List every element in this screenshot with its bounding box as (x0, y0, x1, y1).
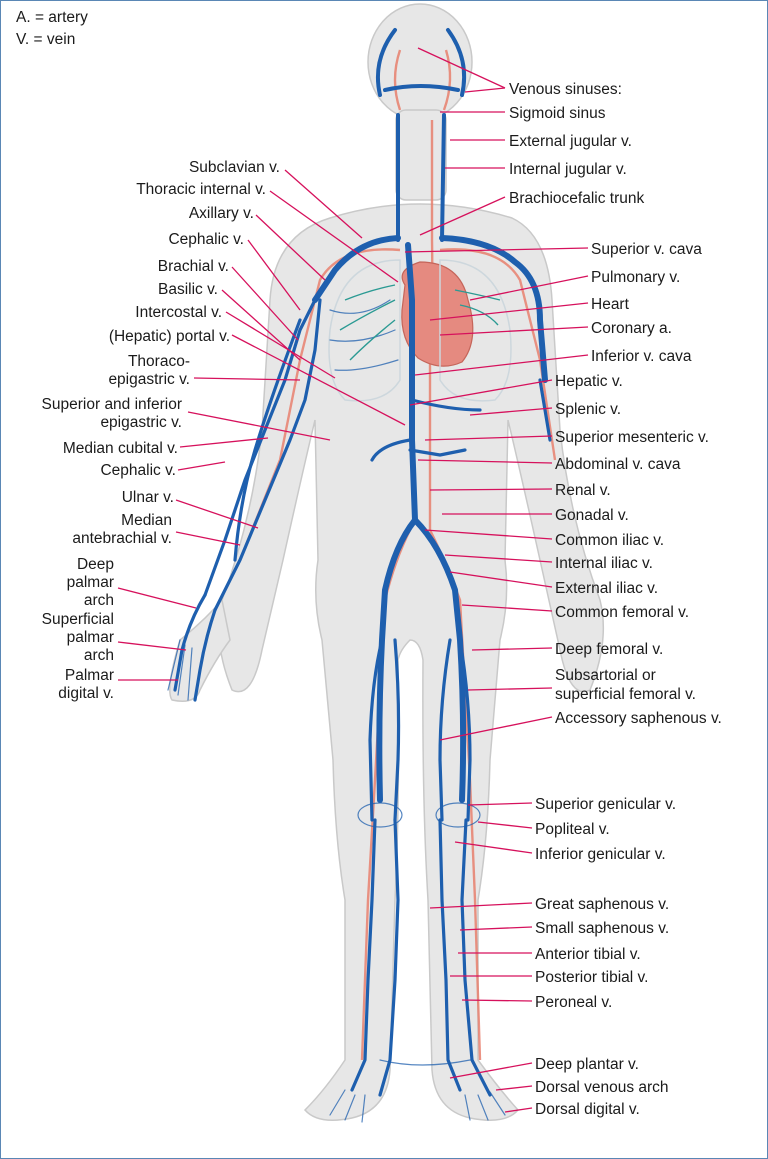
label-brachial-v: Brachial v. (158, 258, 229, 275)
label-renal-v: Renal v. (555, 482, 611, 499)
label-small-saphenous-v: Small saphenous v. (535, 920, 669, 937)
label-venous-sinuses: Venous sinuses: (509, 81, 622, 98)
label-median-cubital-v: Median cubital v. (63, 440, 178, 457)
label-superficial-palmar: palmar (67, 629, 114, 646)
label-palmar-digital-v: digital v. (58, 685, 114, 702)
label-deep-plantar-v: Deep plantar v. (535, 1056, 639, 1073)
label-thoraco-epigastric-v: epigastric v. (108, 371, 190, 388)
label-brachiocefalic-trunk: Brachiocefalic trunk (509, 190, 645, 207)
label-thoracic-internal-v: Thoracic internal v. (136, 181, 266, 198)
label-inferior-v-cava: Inferior v. cava (591, 348, 692, 365)
label-intercostal-v: Intercostal v. (135, 304, 222, 321)
label-cephalic-v-upper: Cephalic v. (168, 231, 244, 248)
label-subsartorial: Subsartorial or (555, 667, 656, 684)
label-anterior-tibial-v: Anterior tibial v. (535, 946, 641, 963)
label-antebrachial-v: antebrachial v. (72, 530, 172, 547)
label-pulmonary-v: Pulmonary v. (591, 269, 680, 286)
label-inferior-genicular-v: Inferior genicular v. (535, 846, 666, 863)
label-thoraco: Thoraco- (128, 353, 190, 370)
label-cephalic-v-lower: Cephalic v. (100, 462, 176, 479)
label-internal-jugular: Internal jugular v. (509, 161, 627, 178)
label-superior-genicular-v: Superior genicular v. (535, 796, 676, 813)
label-internal-iliac-v: Internal iliac v. (555, 555, 653, 572)
label-coronary-a: Coronary a. (591, 320, 672, 337)
label-great-saphenous-v: Great saphenous v. (535, 896, 669, 913)
label-superficial-arch: arch (84, 647, 114, 664)
label-deep-femoral-v: Deep femoral v. (555, 641, 663, 658)
label-peroneal-v: Peroneal v. (535, 994, 612, 1011)
label-hepatic-v: Hepatic v. (555, 373, 623, 390)
label-superior-inferior: Superior and inferior (42, 396, 182, 413)
label-external-jugular: External jugular v. (509, 133, 632, 150)
label-abdominal-v-cava: Abdominal v. cava (555, 456, 681, 473)
label-palmar: Palmar (65, 667, 114, 684)
label-dorsal-digital-v: Dorsal digital v. (535, 1101, 640, 1118)
label-common-femoral-v: Common femoral v. (555, 604, 689, 621)
label-deep-palmar: palmar (67, 574, 114, 591)
label-superficial: Superficial (42, 611, 114, 628)
label-ulnar-v: Ulnar v. (122, 489, 174, 506)
label-dorsal-venous-arch: Dorsal venous arch (535, 1079, 669, 1096)
label-axillary-v: Axillary v. (189, 205, 254, 222)
label-sigmoid-sinus: Sigmoid sinus (509, 105, 606, 122)
label-basilic-v: Basilic v. (158, 281, 218, 298)
label-accessory-saphenous-v: Accessory saphenous v. (555, 710, 722, 727)
label-popliteal-v: Popliteal v. (535, 821, 610, 838)
label-epigastric-v: epigastric v. (100, 414, 182, 431)
label-gonadal-v: Gonadal v. (555, 507, 629, 524)
label-common-iliac-v: Common iliac v. (555, 532, 664, 549)
label-subclavian-v: Subclavian v. (189, 159, 280, 176)
legend-artery: A. = artery (16, 9, 88, 26)
label-heart: Heart (591, 296, 630, 313)
label-posterior-tibial-v: Posterior tibial v. (535, 969, 648, 986)
label-deep: Deep (77, 556, 114, 573)
label-splenic-v: Splenic v. (555, 401, 621, 418)
label-median: Median (121, 512, 172, 529)
label-superior-mesenteric-v: Superior mesenteric v. (555, 429, 709, 446)
label-hepatic-portal-v: (Hepatic) portal v. (109, 328, 230, 345)
labels-right: Venous sinuses: Sigmoid sinus External j… (509, 81, 722, 1118)
label-superior-v-cava: Superior v. cava (591, 241, 702, 258)
label-superficial-femoral-v: superficial femoral v. (555, 686, 696, 703)
label-deep-arch: arch (84, 592, 114, 609)
label-external-iliac-v: External iliac v. (555, 580, 658, 597)
legend-vein: V. = vein (16, 31, 75, 48)
